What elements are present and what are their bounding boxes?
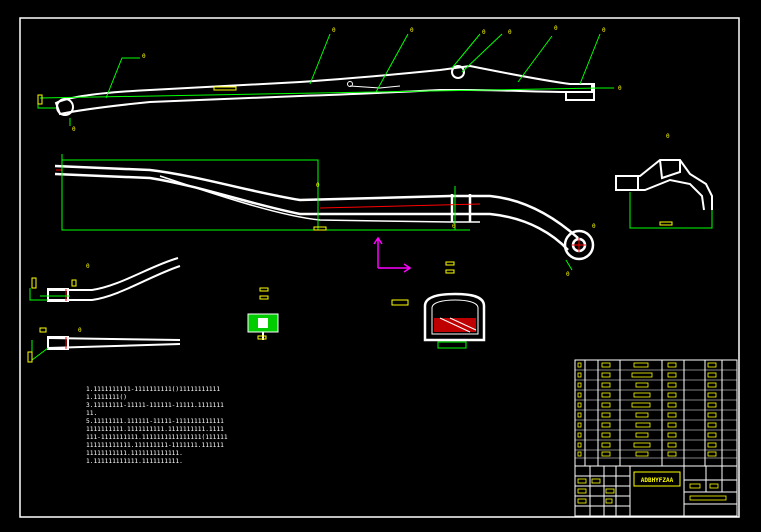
balloon-label: 0 [618, 85, 622, 92]
note-line: 11. [86, 410, 97, 417]
technical-notes: 1.1111111111-1111111111()11111111111 1.1… [86, 386, 228, 465]
balloon-label: 0 [566, 271, 570, 278]
note-line: 11111111111.1111111111111. [86, 450, 183, 457]
wiper-arm-side-view-red-axis [56, 169, 586, 252]
balloon-label: 0 [78, 327, 82, 334]
drawing-title: ADBHYFZAA [641, 477, 674, 484]
ucs-axis-icon [373, 236, 412, 273]
wiper-arm-side-view-dimensions [61, 154, 470, 231]
hook-end-detail-dimensions [629, 192, 713, 229]
balloon-label: 0 [602, 27, 606, 34]
balloon-label: 0 [508, 29, 512, 36]
note-line: 1.1111111111-1111111111()11111111111 [86, 386, 220, 393]
balloon-label: 0 [592, 223, 596, 230]
note-line: 1.1111111() [86, 394, 127, 401]
note-line: 5.11111111.111111-11111-1111111111111 [86, 418, 224, 425]
balloon-label: 0 [666, 133, 670, 140]
note-line: 3.11111111-11111-111111-11111.1111111 [86, 402, 224, 409]
balloon-label: 0 [86, 263, 90, 270]
parts-list-table [574, 359, 738, 467]
note-line: 111111111111.111111111-1111111.111111 [86, 442, 224, 449]
balloon-labels: 0 0 0 0 0 0 0 0 0 0 0 0 0 0 0 0 [72, 25, 670, 334]
note-line: 1.111111111111.1111111111. [86, 458, 183, 465]
title-block-entries [577, 478, 727, 504]
title-block-name: ADBHYFZAA [633, 471, 681, 487]
balloon-label: 0 [410, 27, 414, 34]
cross-section-view [423, 292, 486, 349]
drawing-frame [19, 17, 740, 518]
balloon-label: 0 [332, 27, 336, 34]
balloon-label: 0 [72, 126, 76, 133]
hook-end-detail [615, 159, 713, 211]
balloon-label: 0 [554, 25, 558, 32]
parts-list-entries [577, 362, 717, 457]
note-line: 111-1111111111.1111111111111111(111111 [86, 434, 228, 441]
curved-rod-detail [47, 257, 181, 350]
dimension-boxes [27, 86, 673, 363]
title-block [574, 465, 738, 517]
balloon-leaders [37, 33, 614, 271]
balloon-label: 0 [482, 29, 486, 36]
wiper-arm-top-view [54, 64, 595, 116]
green-bracket-part [247, 313, 279, 340]
balloon-label: 0 [316, 182, 320, 189]
parts-list-rows [575, 369, 737, 459]
balloon-label: 0 [142, 53, 146, 60]
note-line: 1111111111.1111111111.1111111111.1111 [86, 426, 224, 433]
wiper-arm-top-view-centerline [39, 87, 601, 99]
balloon-label: 0 [452, 223, 456, 230]
